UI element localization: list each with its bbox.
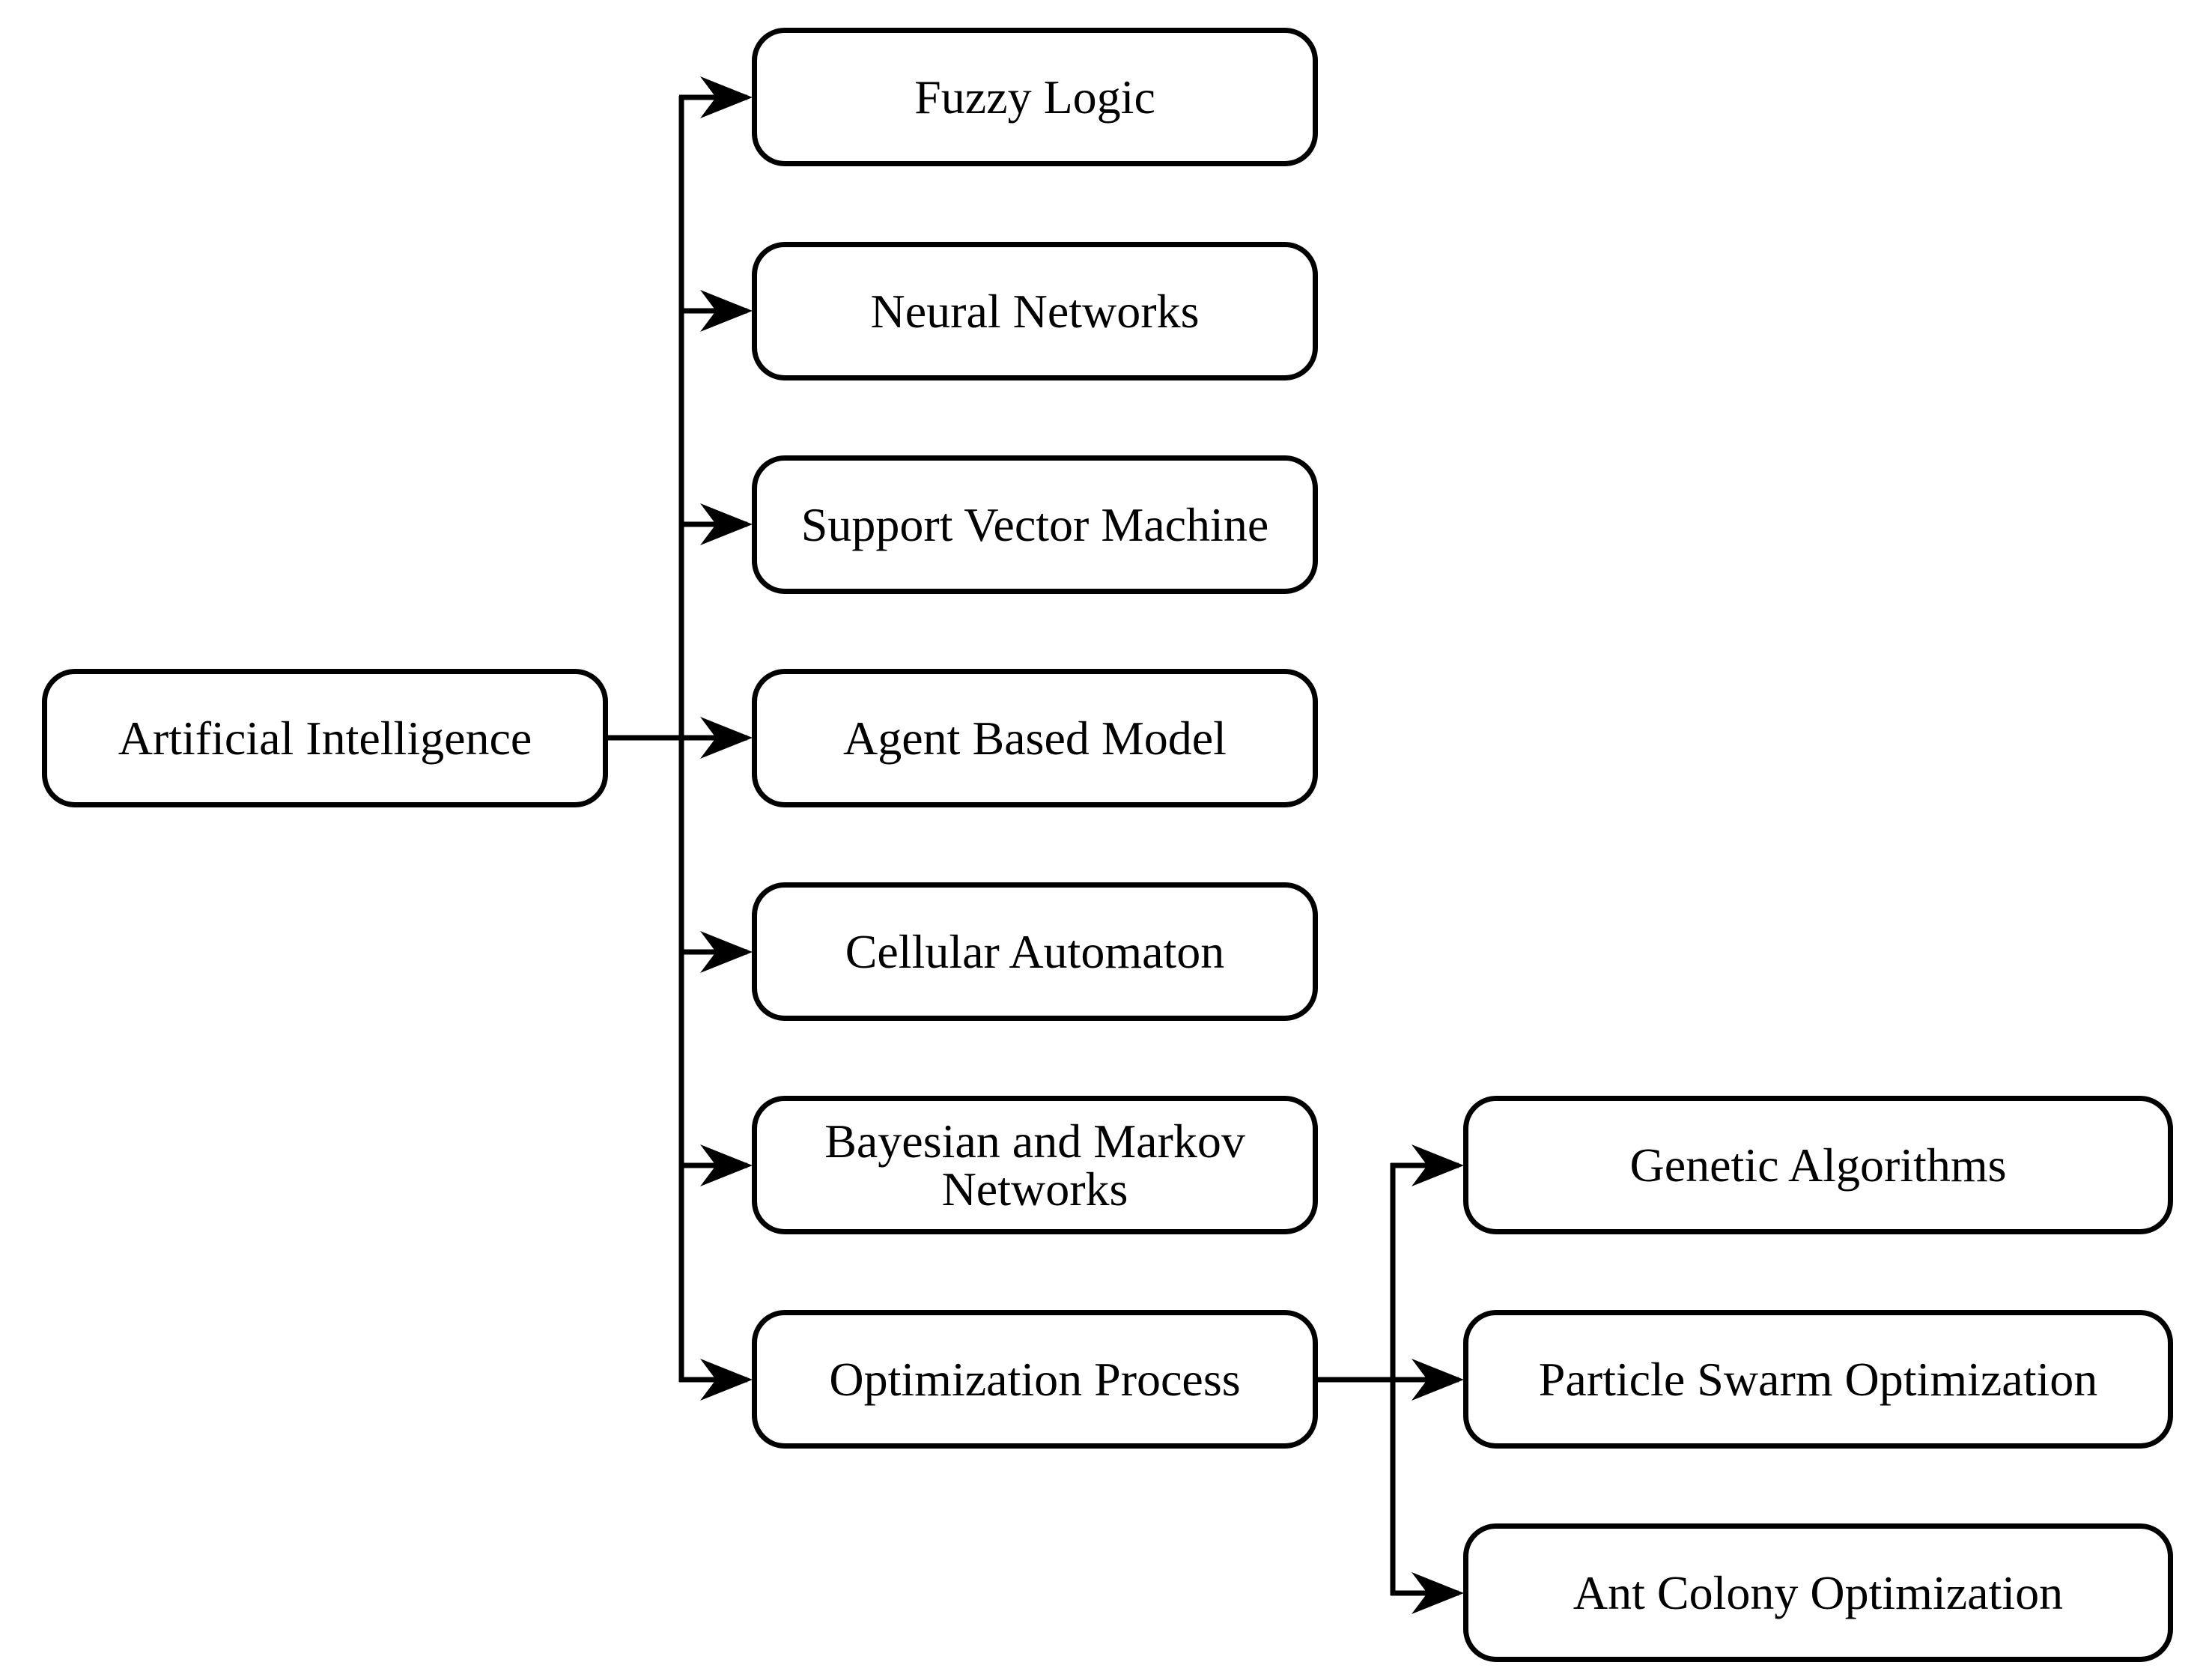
node-particle-swarm-optimization: Particle Swarm Optimization	[1463, 1310, 2173, 1449]
node-label: Fuzzy Logic	[914, 70, 1155, 124]
node-label: Neural Networks	[870, 284, 1200, 338]
node-agent-based-model: Agent Based Model	[752, 669, 1318, 807]
node-cellular-automaton: Cellular Automaton	[752, 882, 1318, 1021]
node-artificial-intelligence: Artificial Intelligence	[42, 669, 608, 807]
node-label: Optimization Process	[829, 1352, 1241, 1406]
node-label: Particle Swarm Optimization	[1538, 1352, 2098, 1406]
node-label: Bayesian and Markov Networks	[824, 1114, 1245, 1216]
node-label: Ant Colony Optimization	[1573, 1565, 2064, 1619]
node-support-vector-machine: Support Vector Machine	[752, 455, 1318, 594]
node-fuzzy-logic: Fuzzy Logic	[752, 28, 1318, 166]
node-optimization-process: Optimization Process	[752, 1310, 1318, 1449]
node-bayesian-markov-networks: Bayesian and Markov Networks	[752, 1096, 1318, 1234]
node-genetic-algorithms: Genetic Algorithms	[1463, 1096, 2173, 1234]
node-ant-colony-optimization: Ant Colony Optimization	[1463, 1523, 2173, 1662]
node-label: Artificial Intelligence	[118, 711, 532, 765]
node-label: Agent Based Model	[843, 711, 1227, 765]
node-label: Cellular Automaton	[845, 924, 1225, 978]
node-label: Support Vector Machine	[800, 497, 1269, 551]
node-neural-networks: Neural Networks	[752, 242, 1318, 380]
node-label: Genetic Algorithms	[1629, 1138, 2007, 1192]
